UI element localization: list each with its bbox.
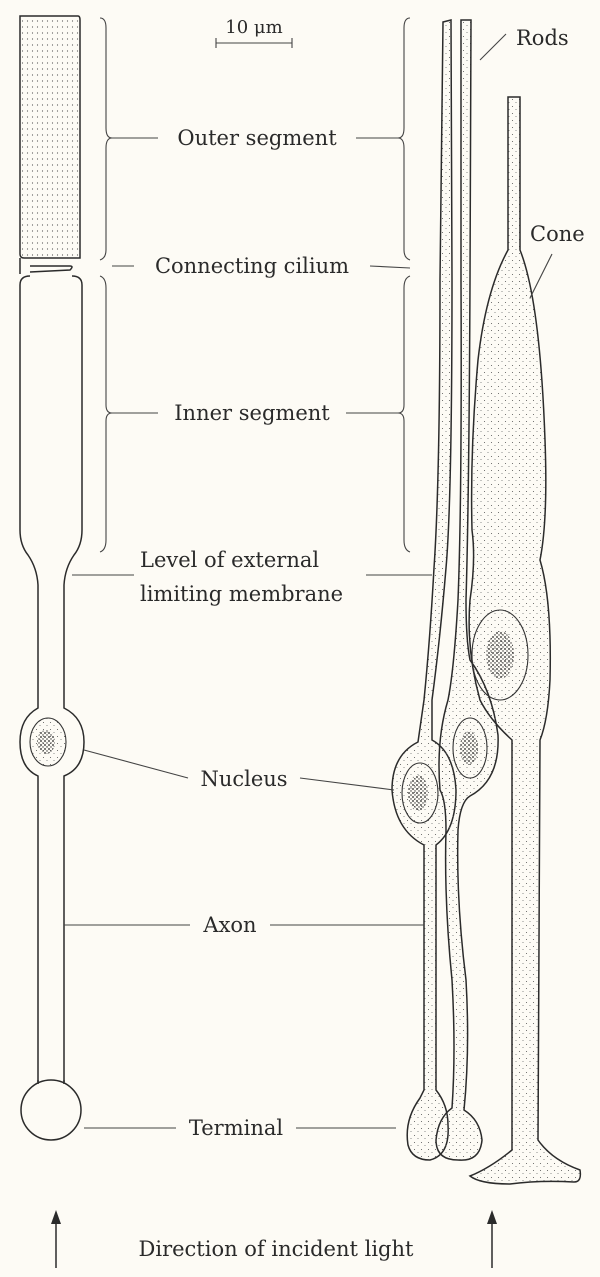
schematic-nucleus-chromatin — [37, 730, 55, 754]
label-inner-segment: Inner segment — [174, 401, 330, 425]
label-axon: Axon — [202, 913, 256, 937]
label-outer-segment: Outer segment — [177, 126, 337, 150]
label-external-membrane-line2: limiting membrane — [140, 582, 343, 606]
label-terminal: Terminal — [189, 1116, 284, 1140]
realistic-rod-1 — [392, 20, 456, 1160]
realistic-cone — [469, 97, 580, 1184]
light-arrow-left — [51, 1210, 61, 1268]
label-cone: Cone — [530, 222, 585, 246]
connecting-cilium-shape — [20, 258, 72, 274]
inner-segment-shape — [20, 276, 84, 1082]
light-arrow-right — [487, 1210, 497, 1268]
label-connecting-cilium: Connecting cilium — [155, 254, 349, 278]
label-external-membrane-line1: Level of external — [140, 548, 319, 572]
scale-bar: 10 μm — [216, 17, 292, 48]
label-rods: Rods — [516, 26, 569, 50]
outer-segment-shape — [20, 16, 80, 258]
caption-incident-light: Direction of incident light — [139, 1237, 414, 1261]
segment-brackets — [100, 18, 410, 552]
scale-bar-label: 10 μm — [225, 17, 282, 38]
label-nucleus: Nucleus — [200, 767, 287, 791]
schematic-terminal — [21, 1080, 81, 1140]
schematic-rod-cell — [20, 16, 84, 1140]
